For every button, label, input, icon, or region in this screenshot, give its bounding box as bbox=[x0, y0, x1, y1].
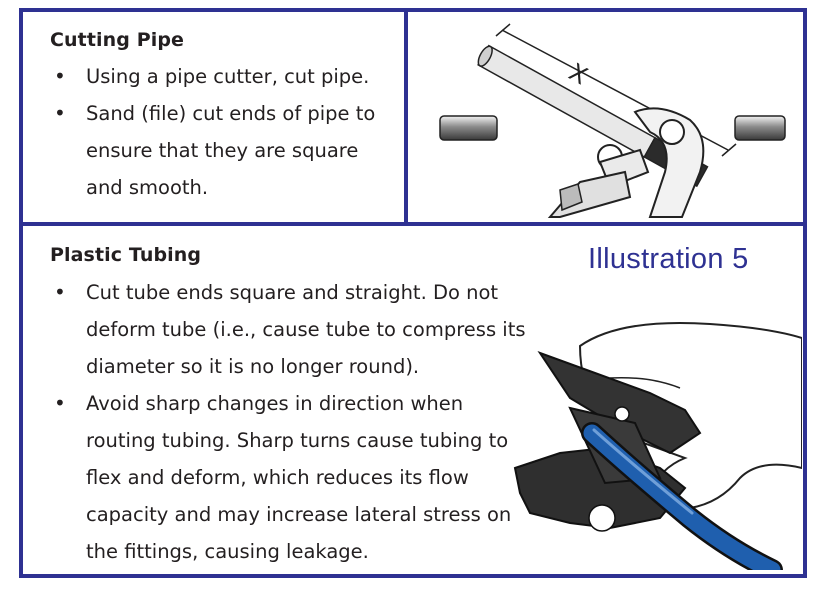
plastic-tubing-item: Cut tube ends square and straight. Do no… bbox=[50, 274, 541, 385]
dimension-label: X bbox=[564, 58, 592, 90]
pipe-cutter-illustration: X bbox=[439, 23, 786, 218]
cut-pipe-left bbox=[439, 115, 498, 141]
cutting-pipe-item: Using a pipe cutter, cut pipe. bbox=[50, 58, 400, 95]
plastic-tubing-title: Plastic Tubing bbox=[50, 244, 202, 266]
illustration-label: Illustration 5 bbox=[588, 243, 749, 275]
cutting-pipe-title: Cutting Pipe bbox=[50, 29, 185, 51]
cutting-pipe-item: Sand (file) cut ends of pipe to ensure t… bbox=[50, 95, 386, 206]
long-pipe bbox=[477, 44, 657, 159]
content-frame bbox=[19, 8, 807, 578]
vertical-divider bbox=[404, 8, 408, 226]
horizontal-divider bbox=[19, 222, 807, 226]
tube-cutter-illustration bbox=[513, 321, 802, 570]
cut-pipe-right bbox=[734, 115, 786, 141]
cutting-pipe-list: Using a pipe cutter, cut pipe. Sand (fil… bbox=[50, 58, 400, 206]
plastic-tubing-list: Cut tube ends square and straight. Do no… bbox=[50, 274, 550, 570]
plastic-tubing-item: Avoid sharp changes in direction when ro… bbox=[50, 385, 526, 570]
